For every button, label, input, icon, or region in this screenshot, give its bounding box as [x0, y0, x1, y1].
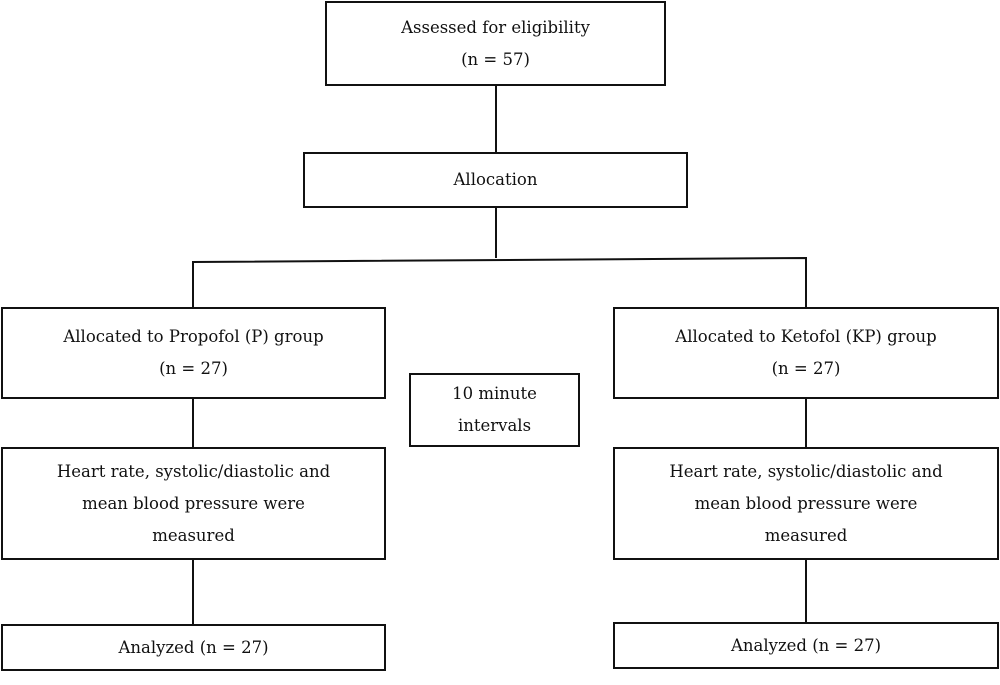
assessed-count: (n = 57) — [461, 49, 530, 69]
interval-note-line2: intervals — [457, 416, 532, 435]
propofol-group-count: (n = 27) — [159, 359, 228, 378]
analyzed-right-box: Analyzed (n = 27) — [613, 622, 999, 669]
analyzed-left-box: Analyzed (n = 27) — [1, 624, 386, 671]
measured-left-box: Heart rate, systolic/diastolic and mean … — [1, 447, 386, 560]
interval-note-line1: 10 minute — [452, 384, 537, 403]
measured-left-line3: measured — [152, 525, 235, 545]
measured-right-box: Heart rate, systolic/diastolic and mean … — [613, 447, 999, 560]
analyzed-right-label: Analyzed (n = 27) — [730, 635, 882, 655]
allocation-label: Allocation — [453, 170, 538, 189]
propofol-group-label: Allocated to Propofol (P) group — [63, 327, 324, 346]
ketofol-group-label: Allocated to Ketofol (KP) group — [675, 327, 937, 346]
allocation-box: Allocation — [303, 152, 688, 208]
connector-split-bar — [192, 256, 807, 307]
assessed-eligibility-box: Assessed for eligibility (n = 57) — [325, 1, 666, 86]
assessed-label: Assessed for eligibility — [401, 17, 590, 37]
interval-note-box: 10 minute intervals — [409, 373, 580, 447]
measured-right-line3: measured — [764, 525, 848, 545]
measured-left-line2: mean blood pressure were — [82, 493, 305, 513]
measured-left-line1: Heart rate, systolic/diastolic and — [56, 461, 331, 481]
measured-right-line1: Heart rate, systolic/diastolic and — [669, 461, 943, 481]
analyzed-left-label: Analyzed (n = 27) — [118, 637, 269, 657]
propofol-group-box: Allocated to Propofol (P) group (n = 27) — [1, 307, 386, 399]
ketofol-group-box: Allocated to Ketofol (KP) group (n = 27) — [613, 307, 999, 399]
measured-right-line2: mean blood pressure were — [694, 493, 918, 513]
ketofol-group-count: (n = 27) — [771, 359, 841, 378]
